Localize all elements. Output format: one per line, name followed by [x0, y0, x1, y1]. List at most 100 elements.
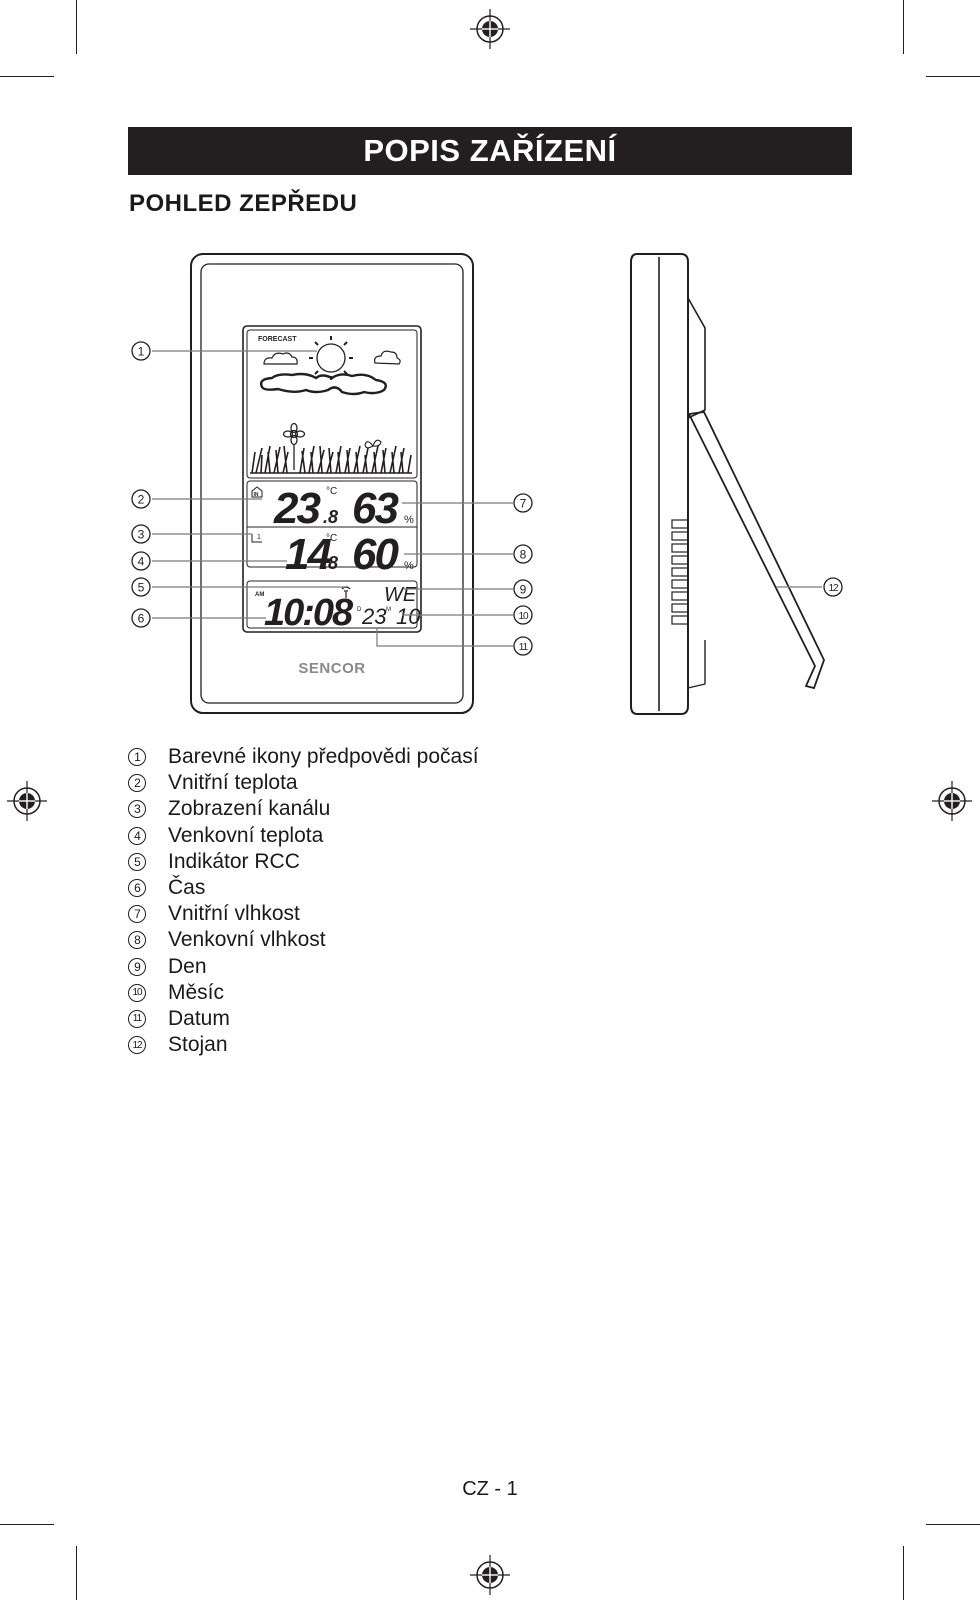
- legend-number: 2: [128, 774, 146, 793]
- legend-number: 9: [128, 957, 146, 976]
- callout-leaders: [152, 350, 822, 647]
- callout-5: 5: [131, 577, 151, 597]
- legend-number: 8: [128, 931, 146, 950]
- legend-item: 9 Den: [128, 954, 479, 980]
- crop-mark-tr-v: [903, 0, 904, 54]
- device-figure: FORECAST IN 23 °C .8: [131, 253, 843, 715]
- callout-8: 8: [513, 544, 533, 564]
- legend-item: 4 Venkovní teplota: [128, 823, 479, 849]
- legend-number: 6: [128, 879, 146, 898]
- weekday: WE: [384, 584, 417, 606]
- legend-number: 10: [128, 983, 146, 1002]
- sun-icon: [309, 336, 353, 380]
- forecast-panel: [246, 329, 418, 479]
- legend-label: Zobrazení kanálu: [168, 797, 331, 821]
- indoor-temp-unit: °C: [326, 486, 337, 497]
- registration-mark-left: [7, 781, 47, 821]
- legend-label: Stojan: [168, 1033, 228, 1057]
- legend-number: 7: [128, 905, 146, 924]
- legend-number: 3: [128, 800, 146, 819]
- registration-mark-right: [932, 781, 972, 821]
- registration-mark-top: [470, 9, 510, 49]
- legend-label: Vnitřní teplota: [168, 771, 298, 795]
- legend-label: Den: [168, 954, 207, 978]
- callout-11: 11: [513, 636, 533, 656]
- time-date-panel: [246, 580, 418, 629]
- callout-12: 12: [823, 577, 843, 597]
- stand-leg: [687, 411, 825, 690]
- svg-text:10: 10: [518, 611, 529, 622]
- crop-mark-bl-v: [76, 1546, 77, 1600]
- small-cloud-right-icon: [374, 350, 401, 365]
- legend-label: Barevné ikony předpovědi počasí: [168, 745, 479, 769]
- outdoor-temp-unit: °C: [326, 533, 337, 544]
- legend-item: 7 Vnitřní vlhkost: [128, 901, 479, 927]
- legend-label: Vnitřní vlhkost: [168, 902, 300, 926]
- device-outer-frame: [190, 253, 474, 714]
- outdoor-temp-decimal: .8: [323, 553, 338, 573]
- side-vent-slots: [671, 519, 689, 625]
- legend-number: 5: [128, 852, 146, 871]
- svg-text:2: 2: [138, 493, 145, 507]
- outdoor-temperature: 14: [285, 530, 331, 579]
- date-month: 10: [396, 604, 421, 629]
- crop-mark-br-h: [926, 1524, 980, 1525]
- lcd-frame: [242, 325, 422, 633]
- legend-label: Indikátor RCC: [168, 849, 300, 873]
- forecast-label: FORECAST: [258, 336, 297, 343]
- page-number: CZ - 1: [462, 1478, 518, 1500]
- registration-mark-bottom: [470, 1555, 510, 1595]
- callout-6: 6: [131, 608, 151, 628]
- device-side-back-bottom: [687, 640, 706, 689]
- indoor-label: IN: [254, 492, 259, 498]
- grass-icon: [251, 445, 412, 474]
- day-indicator: D: [357, 607, 362, 613]
- flower-icon: [282, 422, 306, 470]
- crop-mark-br-v: [903, 1546, 904, 1600]
- svg-text:5: 5: [138, 581, 145, 595]
- callout-3: 3: [131, 524, 151, 544]
- legend-item: 1 Barevné ikony předpovědi počasí: [128, 744, 479, 770]
- crop-mark-tr-h: [926, 76, 980, 77]
- date-day: 23: [361, 604, 387, 629]
- legend-item: 10 Měsíc: [128, 980, 479, 1006]
- legend-label: Měsíc: [168, 980, 225, 1004]
- legend-number: 4: [128, 826, 146, 845]
- svg-text:8: 8: [520, 548, 527, 562]
- callout-9: 9: [513, 579, 533, 599]
- channel-icon: 1: [251, 534, 262, 543]
- device-side-body: [630, 253, 689, 715]
- indoor-house-icon: IN: [251, 486, 263, 498]
- legend-label: Venkovní teplota: [168, 823, 324, 847]
- legend-item: 8 Venkovní vlhkost: [128, 927, 479, 953]
- legend-number: 12: [128, 1036, 146, 1055]
- indoor-humidity-unit: %: [404, 514, 414, 526]
- svg-text:4: 4: [138, 555, 145, 569]
- indoor-temperature: 23: [273, 484, 320, 533]
- legend-number: 1: [128, 748, 146, 767]
- svg-text:7: 7: [520, 497, 527, 511]
- svg-text:9: 9: [520, 583, 527, 597]
- legend-item: 2 Vnitřní teplota: [128, 770, 479, 796]
- section-heading: POHLED ZEPŘEDU: [129, 190, 358, 217]
- legend-label: Datum: [168, 1006, 230, 1030]
- small-cloud-left-icon: [263, 352, 298, 365]
- svg-text:6: 6: [138, 612, 145, 626]
- brand-logo: SENCOR: [298, 660, 365, 677]
- svg-text:11: 11: [519, 642, 529, 653]
- legend-item: 5 Indikátor RCC: [128, 849, 479, 875]
- indoor-temp-decimal: .8: [323, 507, 338, 527]
- indoor-humidity: 63: [352, 484, 398, 533]
- large-cloud-icon: [259, 372, 387, 396]
- callout-4: 4: [131, 551, 151, 571]
- channel-label: 1: [257, 534, 261, 541]
- legend-label: Venkovní vlhkost: [168, 928, 326, 952]
- clock-time: 10:08: [264, 592, 354, 634]
- crop-mark-tl-h: [0, 76, 54, 77]
- month-indicator: M: [386, 607, 391, 613]
- crop-mark-tl-v: [76, 0, 77, 54]
